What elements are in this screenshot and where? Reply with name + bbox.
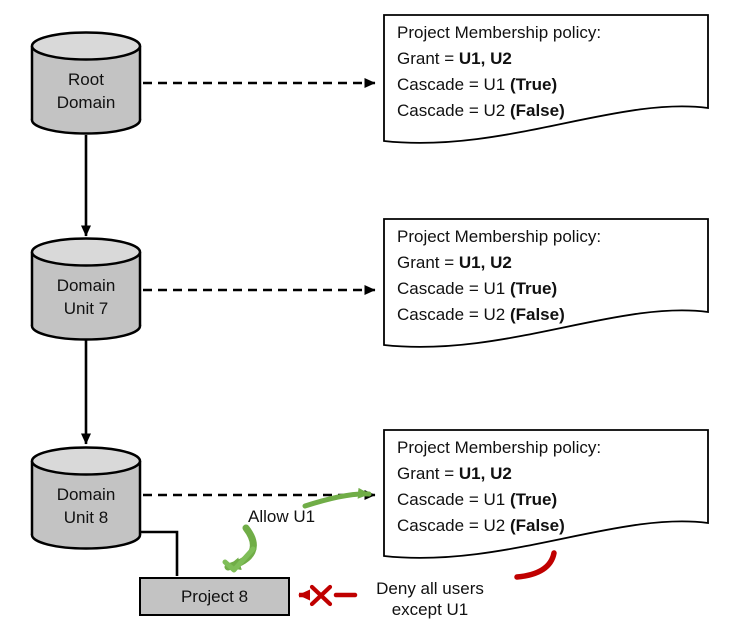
node-root-domain: Root Domain	[30, 31, 142, 135]
database-cylinder-icon	[30, 237, 142, 341]
database-cylinder-icon	[30, 31, 142, 135]
node-domain-unit-8: Domain Unit 8	[30, 446, 142, 550]
node-domain-unit-7: Domain Unit 7	[30, 237, 142, 341]
policy-cascade1-line: Cascade = U1 (True)	[397, 75, 558, 94]
policy-title: Project Membership policy:	[397, 227, 602, 246]
deny-users-label: Deny all users except U1	[376, 579, 484, 619]
policy-doc-domain-unit-8: Project Membership policy: Grant = U1, U…	[383, 429, 709, 571]
database-cylinder-icon	[30, 446, 142, 550]
policy-cascade1-line: Cascade = U1 (True)	[397, 279, 558, 298]
policy-cascade2-line: Cascade = U2 (False)	[397, 516, 565, 535]
policy-cascade2-line: Cascade = U2 (False)	[397, 305, 565, 324]
x-icon	[309, 584, 333, 607]
allow-u1-label: Allow U1	[248, 507, 316, 526]
policy-cascade1-line: Cascade = U1 (True)	[397, 490, 558, 509]
policy-grant-line: Grant = U1, U2	[397, 464, 512, 483]
policy-text: Project Membership policy: Grant = U1, U…	[397, 20, 701, 124]
policy-text: Project Membership policy: Grant = U1, U…	[397, 435, 701, 539]
policy-cascade2-line: Cascade = U2 (False)	[397, 101, 565, 120]
document-shape-icon	[383, 218, 709, 348]
allow-swoosh-to-policy	[302, 487, 372, 509]
checkmark-icon	[222, 546, 256, 573]
document-shape-icon	[383, 14, 709, 144]
allow-arrow-to-project8	[224, 524, 257, 571]
document-shape-icon	[383, 429, 709, 559]
policy-doc-domain-unit-7: Project Membership policy: Grant = U1, U…	[383, 218, 709, 360]
policy-text: Project Membership policy: Grant = U1, U…	[397, 224, 701, 328]
policy-grant-line: Grant = U1, U2	[397, 253, 512, 272]
node-label-root-domain: Root Domain	[56, 70, 116, 112]
policy-title: Project Membership policy:	[397, 438, 602, 457]
node-project-8: Project 8	[139, 577, 290, 616]
policy-title: Project Membership policy:	[397, 23, 602, 42]
policy-doc-root-domain: Project Membership policy: Grant = U1, U…	[383, 14, 709, 156]
node-label-domain-unit-7: Domain Unit 7	[56, 276, 116, 318]
node-label-domain-unit-8: Domain Unit 8	[56, 485, 116, 527]
node-label-project-8: Project 8	[180, 586, 249, 606]
policy-grant-line: Grant = U1, U2	[397, 49, 512, 68]
connector-unit8-to-project8	[140, 530, 179, 576]
